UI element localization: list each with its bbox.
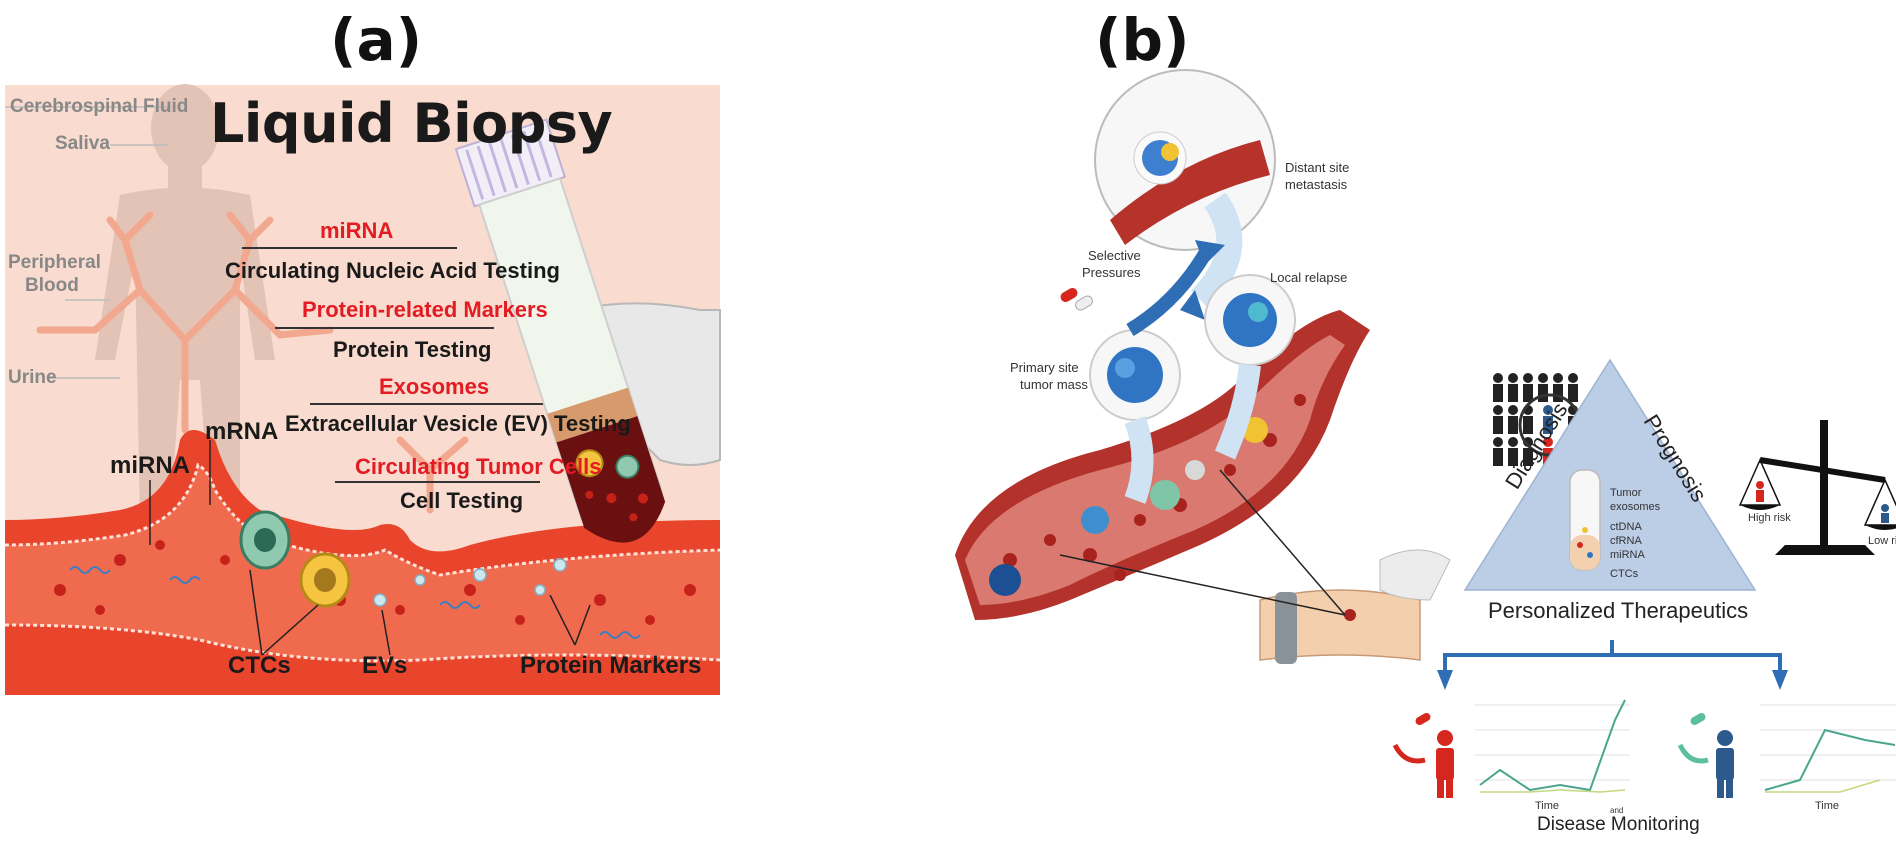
label-metastasis: metastasis — [1285, 177, 1348, 192]
monitoring-graph-left — [1475, 699, 1630, 793]
test-protein: Protein Testing — [333, 337, 492, 362]
marker-mirna: miRNA — [320, 218, 394, 243]
vessel-label-protein: Protein Markers — [520, 652, 702, 679]
tube-label-cfrna: cfRNA — [1610, 535, 1642, 547]
test-dividers — [242, 247, 550, 483]
tube-label-mirna: miRNA — [1610, 549, 1645, 561]
label-selective: Selective — [1088, 248, 1141, 263]
graph-right-time: Time — [1815, 800, 1840, 812]
vessel-lumen — [5, 465, 720, 661]
vessel-label-mrna: mRNA — [205, 418, 279, 445]
watch-band — [1275, 592, 1297, 664]
label-low-risk: Low risk — [1868, 535, 1896, 547]
evs — [373, 558, 567, 607]
label-primary-site: Primary site — [1010, 360, 1079, 375]
panel-b-label: (b) — [1095, 6, 1190, 74]
risk-scale — [1738, 420, 1896, 555]
test-nucleic-acid: Circulating Nucleic Acid Testing — [225, 258, 560, 283]
marker-ctc: Circulating Tumor Cells — [355, 454, 602, 479]
vessel-label-mirna: miRNA — [110, 452, 191, 479]
gloved-hand-b — [1379, 549, 1451, 601]
vessel-label-evs: EVs — [362, 652, 408, 679]
nucleic-acids — [69, 566, 641, 639]
label-personalized-therapeutics: Personalized Therapeutics — [1488, 598, 1749, 623]
distant-vessel — [1110, 140, 1270, 245]
panel-a-label: (a) — [330, 6, 423, 74]
tube-label-ctcs: CTCs — [1610, 568, 1639, 580]
tube-label-ctdna: ctDNA — [1610, 521, 1642, 533]
triangle-test-tube — [1569, 469, 1601, 571]
label-saliva: Saliva — [55, 133, 110, 154]
vascular-tree — [36, 211, 469, 514]
ctc-cells — [239, 510, 351, 608]
vessel-label-ctcs: CTCs — [228, 652, 291, 679]
test-cell: Cell Testing — [400, 488, 524, 513]
label-disease-monitoring: Disease Monitoring — [1537, 814, 1700, 835]
tube-label-tumor: Tumor — [1610, 487, 1642, 499]
label-tumor-mass: tumor mass — [1020, 377, 1088, 392]
label-cerebrospinal-fluid: Cerebrospinal Fluid — [10, 96, 189, 117]
marker-protein: Protein-related Markers — [302, 297, 548, 322]
test-ev: Extracellular Vesicle (EV) Testing — [285, 411, 631, 436]
pointer-lines — [5, 106, 591, 656]
label-pressures: Pressures — [1082, 265, 1141, 280]
label-and: and — [1610, 806, 1624, 815]
test-tube — [454, 118, 666, 543]
graph-left-time: Time — [1535, 800, 1560, 812]
label-urine: Urine — [8, 367, 57, 388]
label-local-relapse: Local relapse — [1270, 270, 1348, 285]
person-red-icon — [1436, 730, 1454, 798]
label-blood: Blood — [25, 275, 79, 296]
patient-arm — [1259, 589, 1421, 661]
tube-label-exosomes: exosomes — [1610, 501, 1661, 513]
person-blue-icon — [1716, 730, 1734, 798]
marker-exosomes: Exosomes — [379, 374, 490, 399]
therapeutics-bracket — [1443, 653, 1782, 680]
diagnosis-triangle — [1463, 358, 1757, 591]
monitoring-graph-right — [1760, 704, 1896, 793]
label-high-risk: High risk — [1748, 512, 1791, 524]
label-distant-site: Distant site — [1285, 160, 1350, 175]
label-peripheral: Peripheral — [8, 252, 101, 273]
panel-a-title: Liquid Biopsy — [210, 92, 613, 155]
